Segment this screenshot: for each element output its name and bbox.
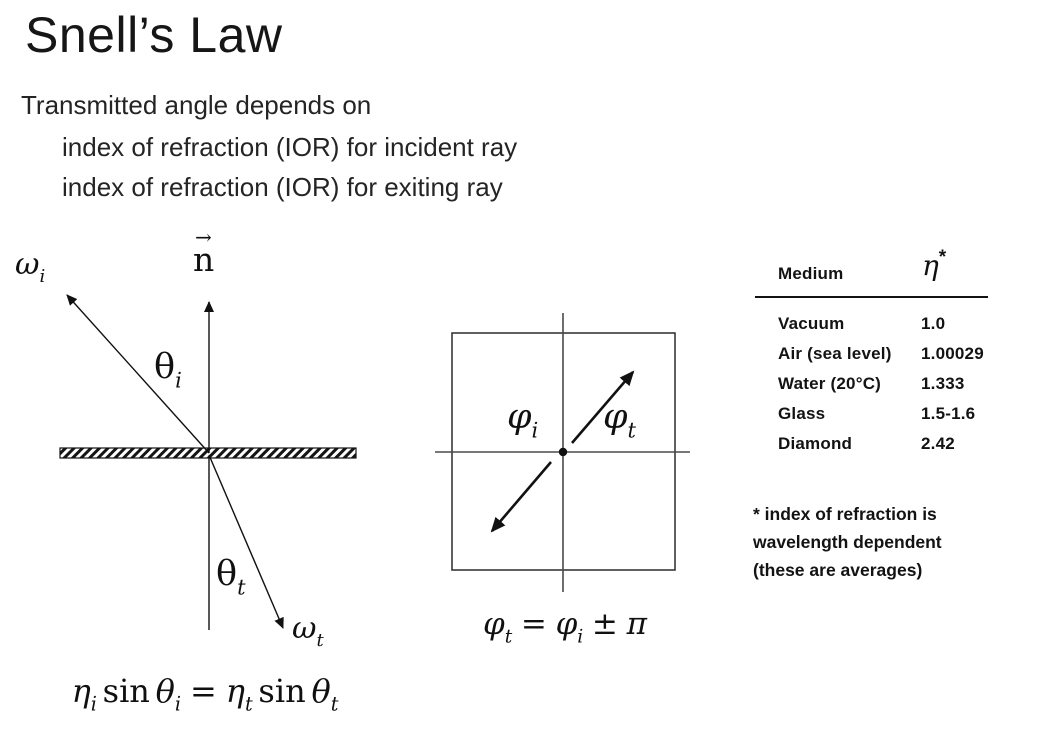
ior-cell: 1.333 — [921, 374, 965, 393]
eta-header-symbol: η — [922, 249, 939, 282]
table-row-water: Water (20°C) 1.333 — [778, 374, 1008, 396]
azimuth-diagram — [435, 313, 690, 592]
pi-symbol: π — [626, 606, 647, 642]
phi-t-symbol: φ — [603, 397, 628, 437]
surface-hatch — [59, 447, 357, 459]
table-header-rule — [755, 296, 988, 298]
medium-cell: Water (20°C) — [778, 374, 882, 393]
footnote-line-3: (these are averages) — [753, 560, 923, 580]
phi-i-subscript-formula: i — [577, 626, 584, 648]
sin-operator-2: sin — [258, 672, 306, 710]
phi-t-subscript-formula: t — [504, 626, 513, 648]
theta-i-label: θi — [154, 347, 182, 392]
eta-i-subscript: i — [90, 692, 97, 716]
theta-i-subscript: i — [175, 368, 182, 393]
ior-cell: 1.5-1.6 — [921, 404, 976, 423]
origin-dot — [558, 447, 568, 457]
phi-i-symbol-formula: φ — [555, 606, 578, 642]
phi-t-subscript: t — [627, 418, 636, 443]
theta-t-subscript-formula: t — [330, 692, 339, 716]
table-footnote: * index of refraction is wavelength depe… — [753, 500, 942, 584]
eta-header-star: * — [938, 247, 947, 268]
table-row-vacuum: Vacuum 1.0 — [778, 314, 1008, 336]
incident-ray-line — [66, 294, 210, 454]
incident-azimuth-arrow — [490, 461, 552, 533]
equals-sign-phi: = — [520, 606, 547, 642]
ior-cell: 1.0 — [921, 314, 946, 333]
bullet-incident-ray: index of refraction (IOR) for incident r… — [62, 132, 518, 162]
transmitted-azimuth-arrow — [571, 370, 635, 444]
theta-i-subscript-formula: i — [174, 692, 182, 716]
theta-t-label: θt — [216, 554, 246, 599]
medium-cell: Diamond — [778, 434, 853, 453]
omega-t-label: ωt — [292, 611, 324, 651]
omega-t-symbol: ω — [292, 611, 317, 646]
theta-t-subscript: t — [237, 575, 246, 600]
plus-minus-sign: ± — [591, 606, 618, 642]
table-row-glass: Glass 1.5-1.6 — [778, 404, 1008, 426]
equals-sign: = — [190, 672, 217, 710]
normal-symbol: n — [193, 240, 215, 279]
medium-cell: Glass — [778, 404, 826, 423]
footnote-line-1: * index of refraction is — [753, 504, 937, 524]
table-row-diamond: Diamond 2.42 — [778, 434, 1008, 456]
theta-i-symbol-formula: θ — [155, 672, 175, 710]
eta-t-symbol: η — [225, 672, 245, 710]
medium-cell: Vacuum — [778, 314, 845, 333]
eta-i-symbol: η — [71, 672, 91, 710]
omega-i-label: ωi — [15, 247, 45, 287]
footnote-line-2: wavelength dependent — [753, 532, 942, 552]
omega-t-subscript: t — [316, 630, 324, 652]
theta-t-symbol: θ — [216, 554, 238, 594]
phi-i-label: φi — [507, 397, 538, 442]
ior-cell: 1.00029 — [921, 344, 984, 363]
omega-i-symbol: ω — [15, 247, 40, 282]
phi-t-label: φt — [603, 397, 636, 442]
phi-t-symbol-formula: φ — [483, 606, 505, 642]
phi-i-symbol: φ — [507, 397, 532, 437]
phi-i-subscript: i — [531, 418, 539, 443]
ray-diagram — [59, 294, 357, 630]
omega-i-subscript: i — [39, 266, 46, 288]
table-row-air: Air (sea level) 1.00029 — [778, 344, 1008, 366]
theta-t-symbol-formula: θ — [311, 672, 331, 710]
slide-title: Snell’s Law — [25, 7, 283, 63]
eta-t-subscript: t — [244, 692, 253, 716]
table-header-medium: Medium — [778, 264, 844, 283]
vector-arrow-icon: → — [195, 225, 212, 249]
ior-cell: 2.42 — [921, 434, 955, 453]
bullet-exiting-ray: index of refraction (IOR) for exiting ra… — [62, 172, 503, 202]
transmitted-ray-line — [208, 454, 284, 629]
sin-operator: sin — [102, 672, 150, 710]
intro-line: Transmitted angle depends on — [21, 90, 372, 120]
medium-cell: Air (sea level) — [778, 344, 892, 363]
normal-label: → n — [193, 225, 215, 279]
theta-i-symbol: θ — [154, 347, 176, 387]
table-header-eta: η* — [922, 247, 946, 282]
phi-relation-formula: φt=φi±π — [460, 606, 670, 647]
